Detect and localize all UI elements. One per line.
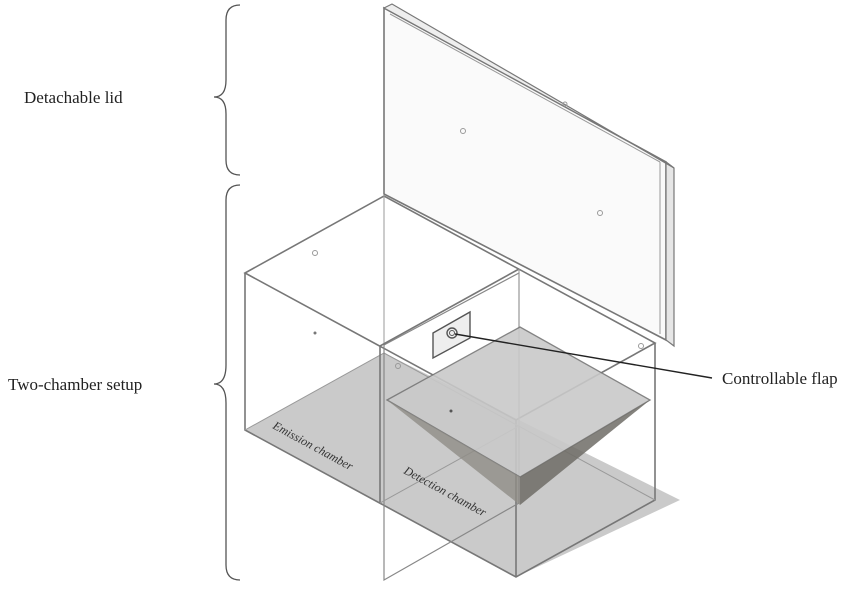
- flap-leader-line: [454, 333, 713, 379]
- lid-screw: [597, 210, 603, 216]
- setup-brace: [213, 184, 241, 581]
- detachable-lid: [382, 3, 675, 348]
- lid-brace: [213, 4, 241, 176]
- label-two-chamber-setup: Two-chamber setup: [8, 375, 142, 394]
- funnel: [385, 326, 652, 505]
- lid-screw: [460, 128, 466, 134]
- floor-shadow: [245, 353, 680, 577]
- controllable-flap: [432, 310, 471, 360]
- label-controllable-flap: Controllable flap: [722, 369, 838, 388]
- label-detachable-lid: Detachable lid: [24, 88, 123, 107]
